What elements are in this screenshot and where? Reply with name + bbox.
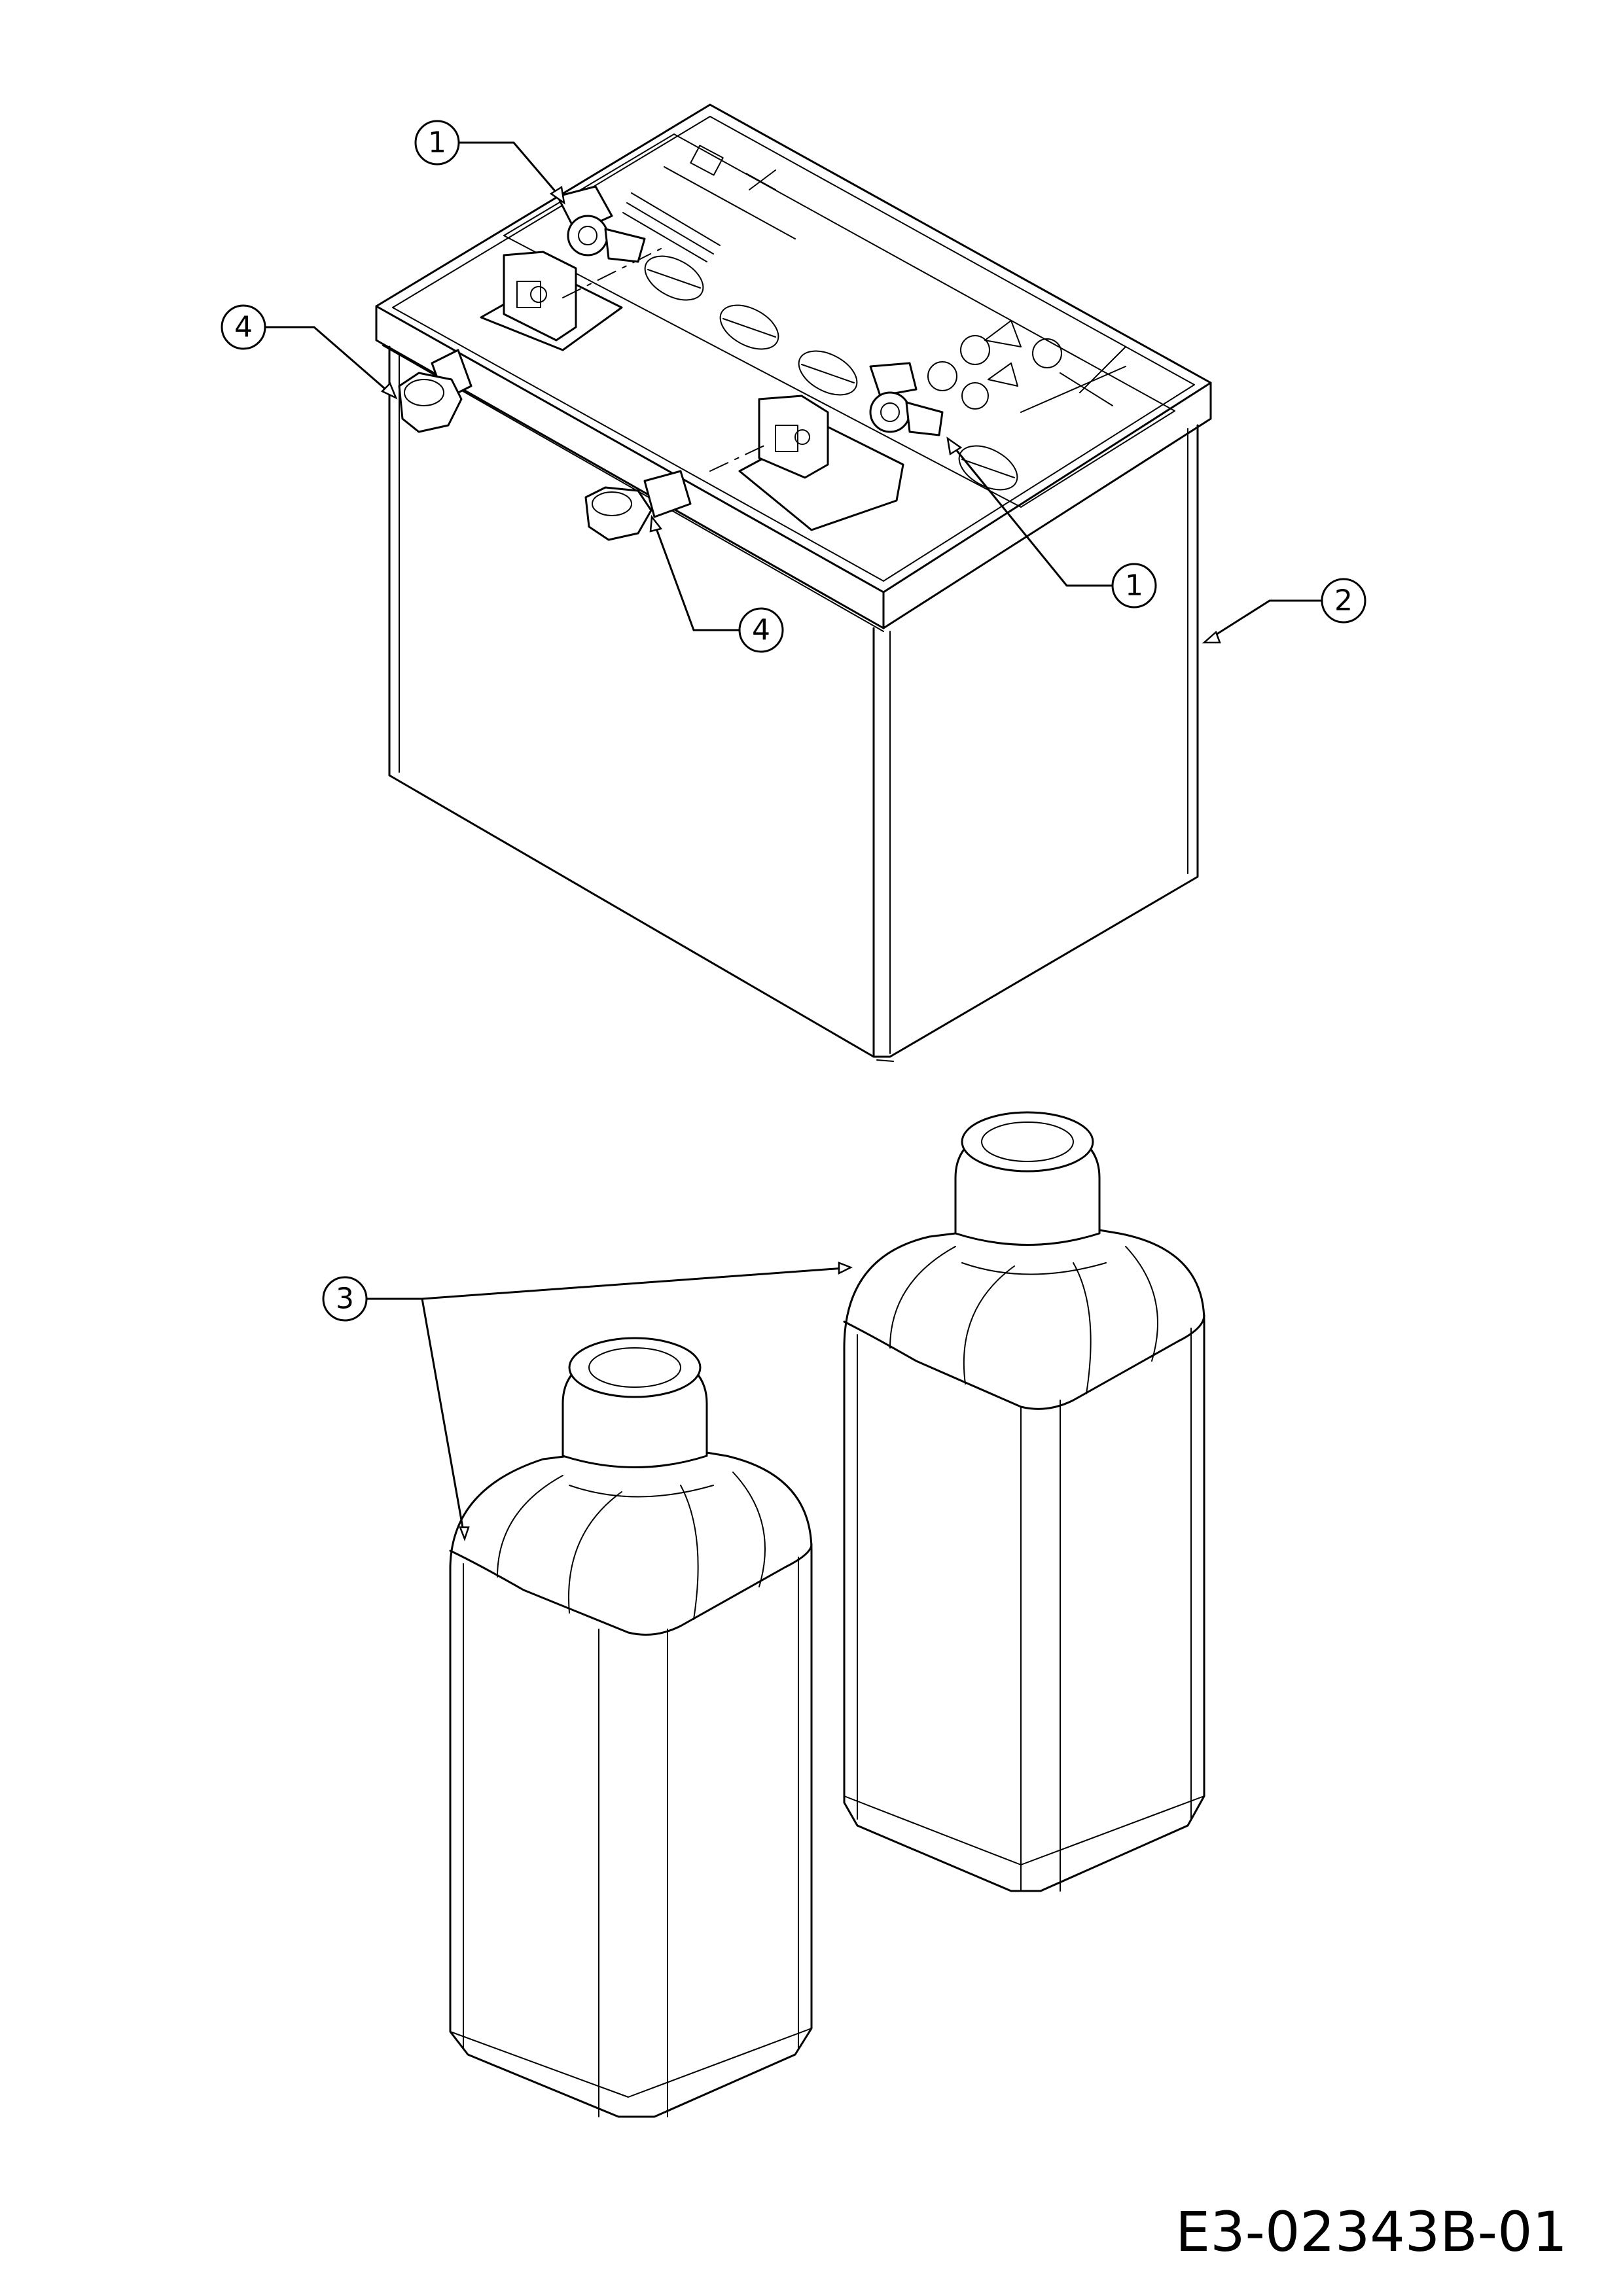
battery	[375, 103, 1212, 1062]
terminal-cap-left	[556, 185, 646, 263]
callout-2: 2	[1202, 578, 1366, 644]
bolt-left	[398, 349, 473, 433]
vent-caps	[644, 255, 1018, 491]
warning-symbols-icon	[622, 145, 1126, 413]
bolt-right	[584, 470, 692, 541]
callout-label: 3	[336, 1282, 354, 1316]
callout-4-right: 4	[649, 514, 784, 653]
callout-3: 3	[322, 1262, 853, 1542]
callout-1-left: 1	[414, 120, 565, 205]
callout-label: 1	[1125, 569, 1143, 603]
callout-label: 4	[234, 311, 253, 344]
callout-4-left: 4	[221, 304, 398, 400]
callout-label: 2	[1334, 584, 1353, 618]
terminal-post-right	[738, 395, 904, 531]
callout-1-right: 1	[946, 436, 1157, 609]
terminal-post-left	[480, 251, 623, 351]
drawing-number: E3-02343B-01	[1175, 2200, 1567, 2264]
acid-bottle-back	[843, 1111, 1205, 1892]
acid-bottle-front	[449, 1337, 813, 2118]
callout-label: 1	[428, 126, 446, 160]
terminal-cap-right	[869, 362, 944, 436]
callout-label: 4	[752, 614, 770, 647]
